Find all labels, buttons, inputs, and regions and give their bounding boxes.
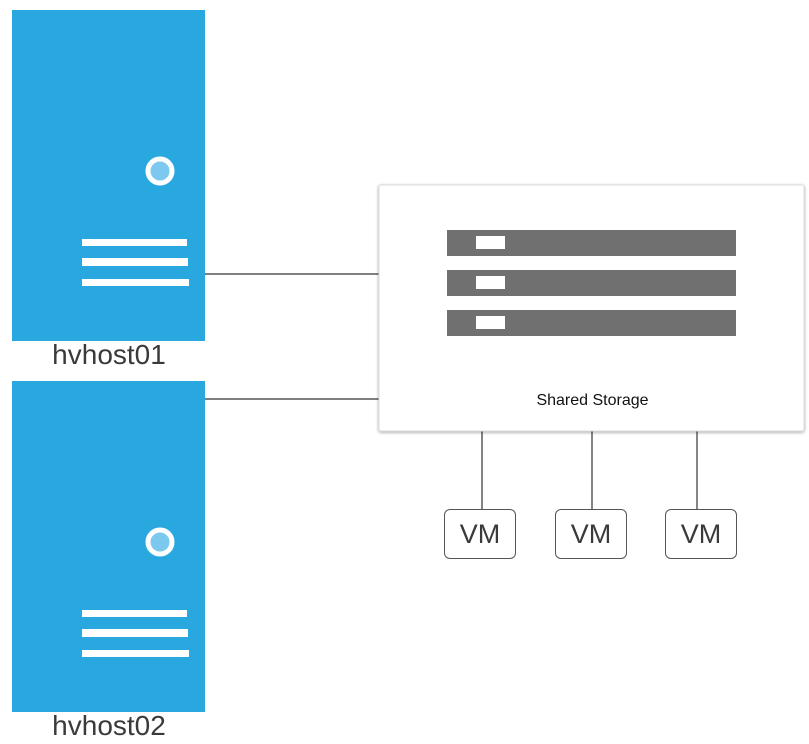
vm-node-1: VM [444, 509, 516, 559]
shared-storage-node [378, 184, 805, 432]
storage-drive-led-icon [476, 276, 505, 289]
storage-array-icon [447, 230, 736, 336]
hvhost02-server-icon [12, 381, 205, 712]
storage-drive-led-icon [476, 316, 505, 329]
drive-slot-icon [82, 610, 187, 617]
drive-slot-icon [82, 650, 189, 657]
drive-slot-icon [82, 258, 188, 266]
hvhost01-label: hvhost01 [52, 339, 166, 370]
power-indicator-icon [145, 156, 175, 186]
vm-label: VM [680, 518, 722, 549]
drive-slot-icon [82, 279, 189, 286]
drive-slot-icon [82, 239, 187, 246]
vm-label: VM [459, 518, 501, 549]
hvhost01-server-icon [12, 10, 205, 341]
power-indicator-icon [145, 527, 175, 557]
storage-drive-led-icon [476, 236, 505, 249]
vm-node-2: VM [555, 509, 627, 559]
shared-storage-label: Shared Storage [536, 392, 649, 409]
hvhost02-label: hvhost02 [52, 710, 166, 741]
drive-slot-icon [82, 629, 188, 637]
vm-node-3: VM [665, 509, 737, 559]
vm-label: VM [570, 518, 612, 549]
